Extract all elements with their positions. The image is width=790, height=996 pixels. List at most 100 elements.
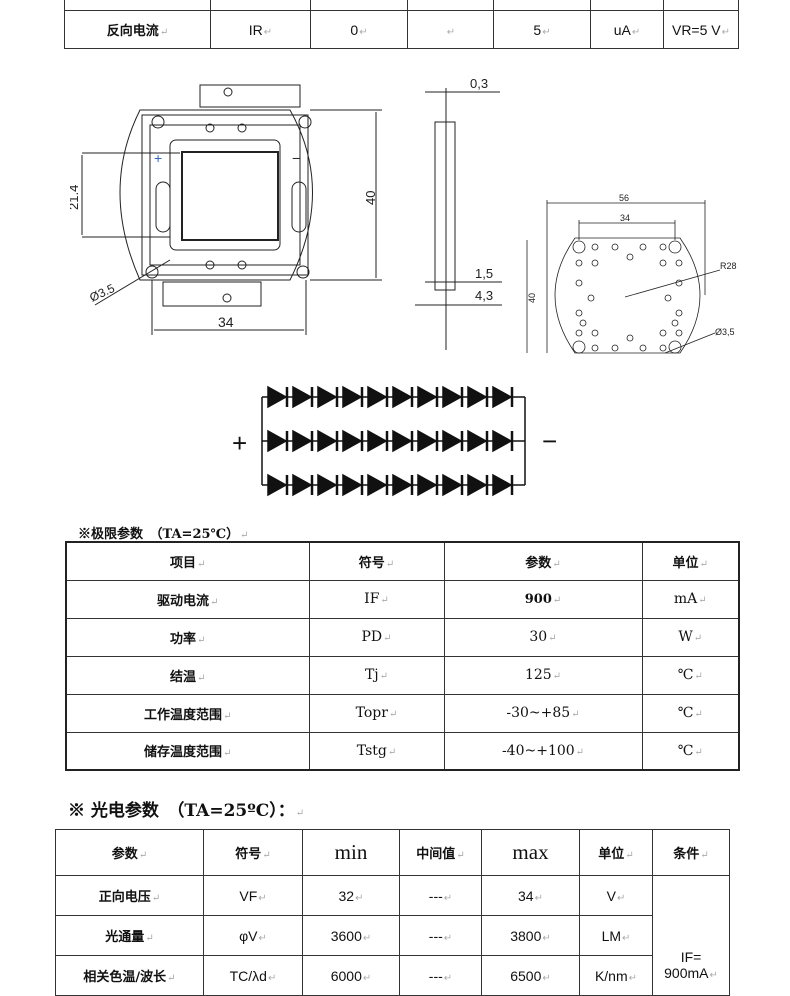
table-cell: PD (308, 617, 445, 657)
cell-text: 驱动电流 (157, 594, 218, 609)
cell-text: ℃ (678, 705, 703, 721)
circuit-plus: + (232, 428, 247, 458)
led-diode (442, 473, 463, 497)
cell-text: 符号 (359, 556, 394, 571)
led-diode (267, 385, 288, 409)
limits-title: ※极限参数 （TA=25℃） (78, 523, 249, 542)
dim-width: 34 (218, 314, 234, 330)
cell-text: 结温 (170, 670, 205, 685)
back-dim-radius: R28 (720, 261, 737, 271)
led-diode (467, 385, 488, 409)
led-diode (417, 429, 438, 453)
dim-height: 40 (363, 191, 378, 205)
cell-text: --- (429, 888, 452, 904)
minus-mark: − (292, 150, 300, 166)
cell-text: max (512, 840, 549, 864)
table-cell: LM (579, 915, 653, 956)
column-header: 单位 (579, 829, 653, 876)
back-view-drawing: 56 34 40 R28 Ø3,5 (526, 193, 737, 354)
table-row: 光通量φV3600---3800LM (55, 915, 730, 956)
column-header: 符号 (203, 829, 303, 876)
table-cell: Tj (308, 655, 445, 695)
led-diode (367, 429, 388, 453)
led-diode (442, 429, 463, 453)
cell-text: 中间值 (416, 847, 464, 862)
absolute-maximum-ratings-table: 项目符号参数单位驱动电流IF900mA功率PD30W结温Tj125℃工作温度范围… (65, 541, 740, 771)
back-dim-height: 40 (527, 293, 537, 303)
cell-text: 储存温度范围 (144, 745, 231, 760)
table-row: 工作温度范围Topr-30~+85 ℃ (65, 693, 740, 733)
table-cell: 0 (310, 10, 408, 49)
led-diode (392, 473, 413, 497)
table-row: 驱动电流IF900mA (65, 579, 740, 619)
led-diode (342, 429, 363, 453)
optical-title: ※ 光电参数 （TA=25ºC）： (68, 796, 304, 821)
led-diode (392, 429, 413, 453)
cell-text: VF (239, 888, 266, 904)
table-cell: 储存温度范围 (65, 731, 310, 771)
cell-text: --- (429, 968, 452, 984)
led-diode (492, 473, 513, 497)
table-cell: 30 (443, 617, 643, 657)
column-header: 条件 (652, 829, 730, 876)
table-cell (407, 10, 494, 49)
cell-text: V (607, 888, 626, 904)
table-cell: 3800 (481, 915, 580, 956)
cell-text: ℃ (678, 743, 703, 759)
cell-text: ℃ (678, 667, 703, 683)
led-diode (267, 429, 288, 453)
cell-text: φV (239, 928, 267, 944)
table-cell: K/nm (579, 955, 653, 996)
back-dim-span: 34 (620, 213, 630, 223)
table-header-row: 项目符号参数单位 (65, 541, 740, 581)
led-diode (292, 473, 313, 497)
side-dim-a: 1,5 (475, 266, 493, 281)
cell-text: 900 (525, 592, 562, 607)
cell-text: 反向电流 (107, 24, 168, 39)
led-diode (342, 473, 363, 497)
optical-electrical-table: 参数符号min中间值max单位条件正向电压VF32---34VIF= 900mA… (55, 829, 730, 996)
cell-text: 0 (350, 22, 367, 38)
column-header: 参数 (55, 829, 204, 876)
front-view-drawing: 21.4 40 34 Ø3.5 + − 0,3 1,5 4,3 (70, 76, 502, 350)
led-diode (292, 429, 313, 453)
cell-text: LM (602, 928, 631, 944)
table-row: 反向电流IR05uAVR=5 V (64, 10, 739, 49)
side-dim-b: 4,3 (475, 288, 493, 303)
table-row: 正向电压VF32---34VIF= 900mA (55, 875, 730, 996)
table-cell: Topr (308, 693, 445, 733)
table-row: 功率PD30W (65, 617, 740, 657)
column-header: max (481, 829, 580, 876)
table-cell: IR (210, 10, 311, 49)
table-cell: Tstg (308, 731, 445, 771)
table-cell: IF (308, 579, 445, 619)
table-cell: --- (399, 955, 482, 996)
cell-text: IF (364, 591, 389, 607)
table-cell: φV (203, 915, 303, 956)
back-dim-hole: Ø3,5 (715, 327, 735, 337)
table-cell: 正向电压 (55, 875, 204, 916)
led-diode (417, 385, 438, 409)
column-header: 参数 (443, 541, 643, 581)
cell-text: Tstg (357, 743, 396, 759)
led-diode (492, 385, 513, 409)
limits-title-text: ※极限参数 （TA=25℃） (78, 527, 249, 542)
cell-text: 正向电压 (99, 890, 160, 905)
cell-text: 5 (533, 22, 550, 38)
led-diode (267, 473, 288, 497)
circuit-minus: − (542, 426, 557, 456)
cell-text: 项目 (170, 556, 205, 571)
cell-text: 32 (339, 888, 364, 904)
table-cell: 6000 (302, 955, 400, 996)
table-cell: -30~+85 (443, 693, 643, 733)
table-cell: 5 (493, 10, 591, 49)
cell-text: -40~+100 (502, 743, 584, 759)
led-diode (392, 385, 413, 409)
table-cell: ℃ (641, 693, 740, 733)
table-cell: 3600 (302, 915, 400, 956)
table-cell: 光通量 (55, 915, 204, 956)
table-cell: -40~+100 (443, 731, 643, 771)
led-diode (292, 385, 313, 409)
table-cell: 工作温度范围 (65, 693, 310, 733)
cell-text: W (678, 629, 702, 645)
